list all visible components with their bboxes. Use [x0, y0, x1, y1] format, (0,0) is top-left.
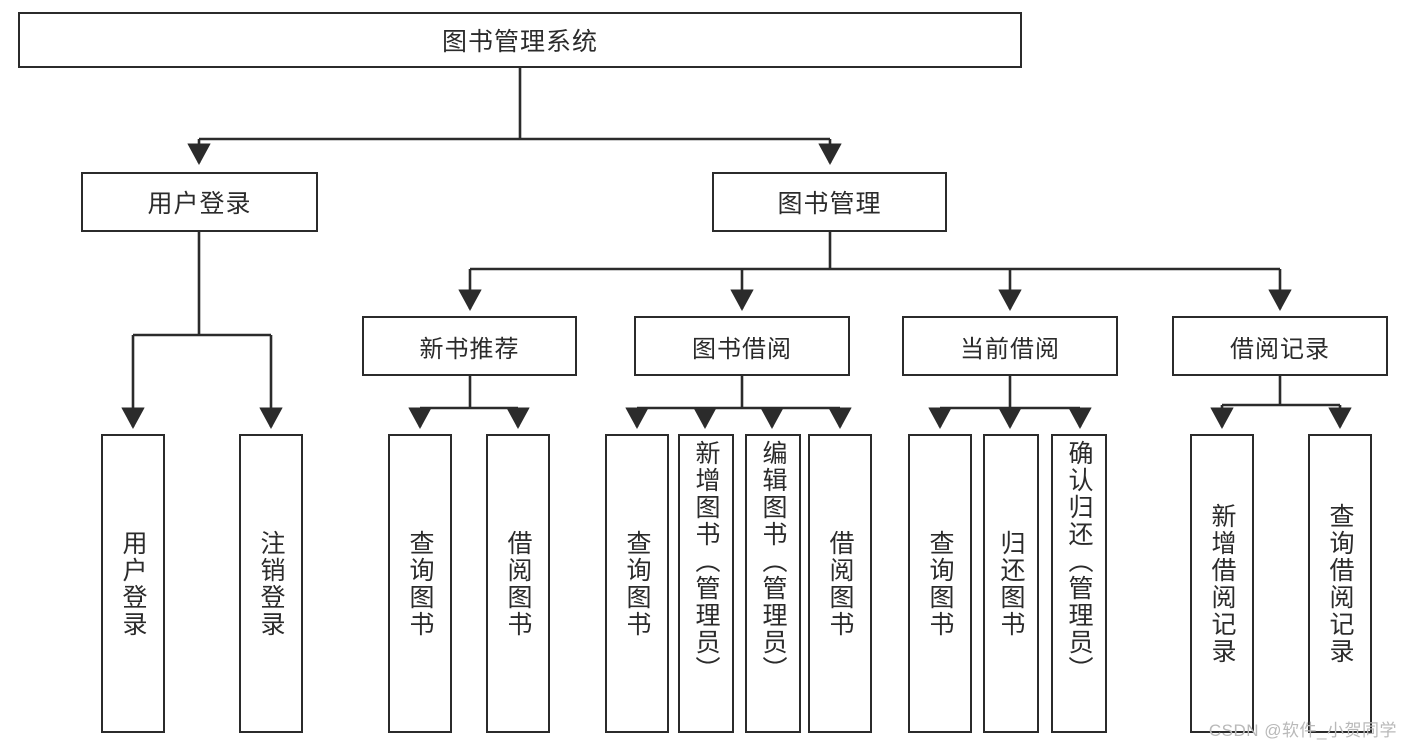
- leaf-label: 确认归还（管理员）: [1065, 440, 1093, 683]
- leaf-label: 查询图书: [623, 529, 651, 638]
- leaf-add-book-admin[interactable]: 新增图书（管理员）: [678, 434, 734, 733]
- leaf-label: 新增借阅记录: [1208, 502, 1236, 665]
- leaf-label: 借阅图书: [504, 529, 532, 638]
- leaf-label: 借阅图书: [826, 529, 854, 638]
- node-book-borrow[interactable]: 图书借阅: [634, 316, 850, 376]
- node-borrow-record[interactable]: 借阅记录: [1172, 316, 1388, 376]
- leaf-label: 新增图书（管理员）: [692, 440, 720, 683]
- leaf-query-book-current[interactable]: 查询图书: [908, 434, 972, 733]
- leaf-borrow-book[interactable]: 借阅图书: [808, 434, 872, 733]
- leaf-label: 归还图书: [997, 529, 1025, 638]
- leaf-user-login[interactable]: 用户登录: [101, 434, 165, 733]
- leaf-query-book-newbook[interactable]: 查询图书: [388, 434, 452, 733]
- node-root-system[interactable]: 图书管理系统: [18, 12, 1022, 68]
- leaf-label: 编辑图书（管理员）: [759, 440, 787, 683]
- leaf-edit-book-admin[interactable]: 编辑图书（管理员）: [745, 434, 801, 733]
- leaf-return-book[interactable]: 归还图书: [983, 434, 1039, 733]
- leaf-label: 查询图书: [926, 529, 954, 638]
- leaf-label: 用户登录: [119, 529, 147, 638]
- leaf-confirm-return-admin[interactable]: 确认归还（管理员）: [1051, 434, 1107, 733]
- leaf-label: 注销登录: [257, 529, 285, 638]
- leaf-query-borrow-record[interactable]: 查询借阅记录: [1308, 434, 1372, 733]
- leaf-query-book-borrow[interactable]: 查询图书: [605, 434, 669, 733]
- leaf-add-borrow-record[interactable]: 新增借阅记录: [1190, 434, 1254, 733]
- watermark-credit: CSDN @软件_小贺同学: [1208, 721, 1397, 740]
- leaf-logout[interactable]: 注销登录: [239, 434, 303, 733]
- node-user-login[interactable]: 用户登录: [81, 172, 318, 232]
- node-current-borrow[interactable]: 当前借阅: [902, 316, 1118, 376]
- leaf-label: 查询借阅记录: [1326, 502, 1354, 665]
- leaf-borrow-book-newbook[interactable]: 借阅图书: [486, 434, 550, 733]
- node-book-management[interactable]: 图书管理: [712, 172, 947, 232]
- leaf-label: 查询图书: [406, 529, 434, 638]
- node-new-book-recommend[interactable]: 新书推荐: [362, 316, 577, 376]
